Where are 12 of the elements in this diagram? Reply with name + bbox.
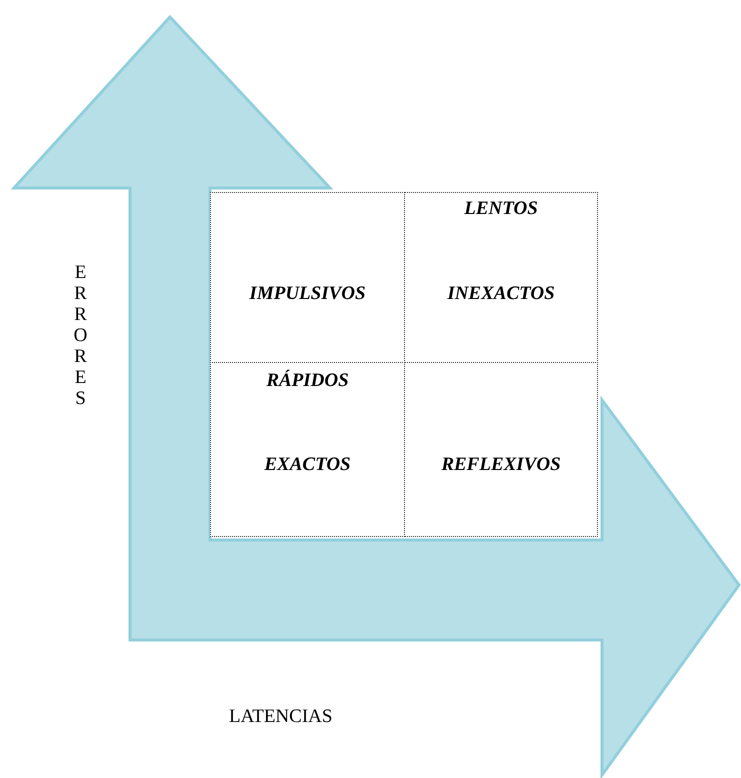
grid-cell [210,192,405,363]
cell-label: INEXACTOS [447,283,555,304]
grid-cell [404,362,598,537]
cell-label: IMPULSIVOS [249,283,366,304]
grid-cell [404,192,598,363]
cell-heading: RÁPIDOS [266,370,349,391]
axis-label: LATENCIAS [229,706,332,727]
cell-heading: LENTOS [464,198,538,219]
cell-label: REFLEXIVOS [441,454,561,475]
axis-label: ERRORES [72,262,88,409]
grid-cell [210,362,405,537]
cell-label: EXACTOS [264,454,351,475]
